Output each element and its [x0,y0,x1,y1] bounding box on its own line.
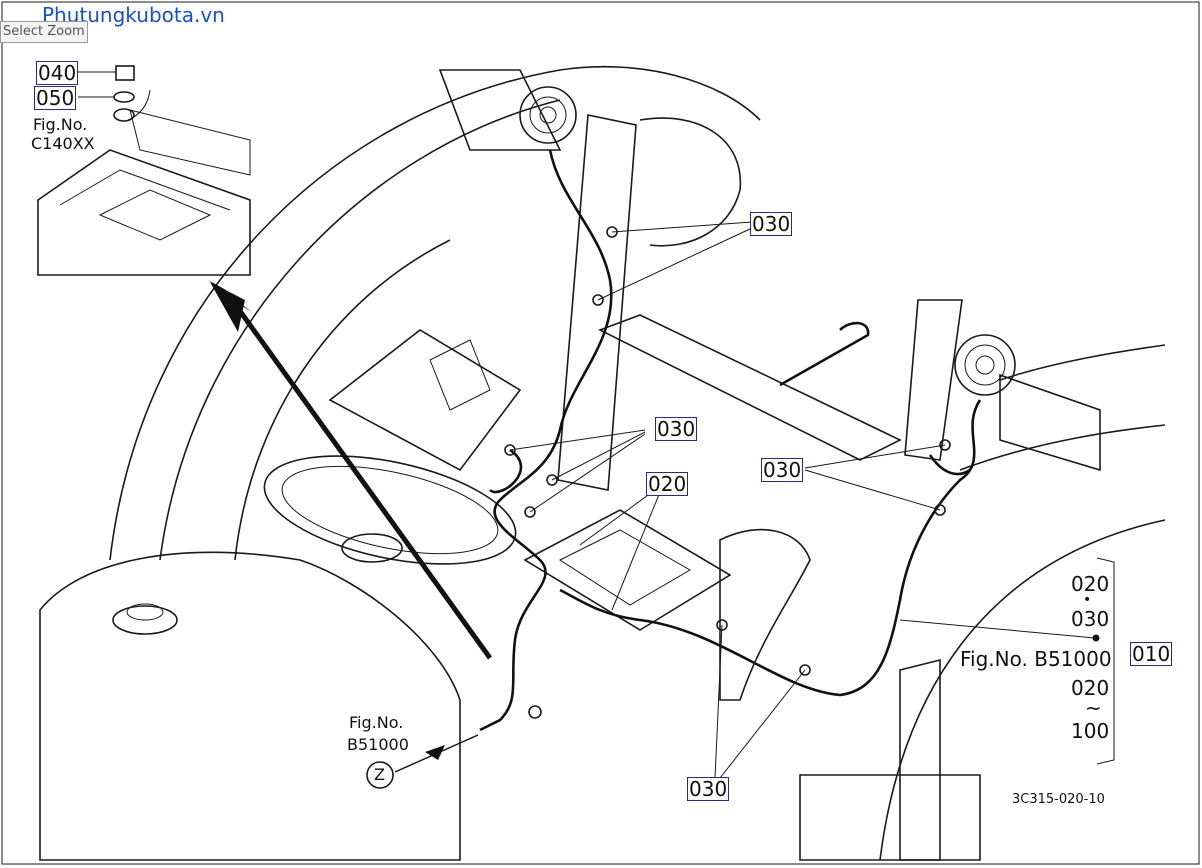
view-z-marker [366,761,394,789]
right-fender [999,344,1166,381]
rear-deck [598,314,902,461]
right-work-lamp [954,334,1016,396]
clamp-030 [939,439,951,451]
wiring-harness-right [559,399,982,697]
fig-b51-number: B51000 [347,735,409,754]
right-light-housing [999,373,1101,472]
inset-hydraulic-block [37,149,251,276]
right-fender-base [879,519,1166,861]
bolt-040 [115,65,135,81]
seat-back [639,117,742,247]
part-code-030[interactable]: 030 [750,212,793,236]
clamp-030 [934,504,946,516]
part-code-050[interactable]: 050 [34,86,77,110]
legend-dot: • [1083,592,1092,608]
part-code-030[interactable]: 030 [655,417,698,441]
rops-post-right [904,299,963,461]
rops-post-left [557,114,637,491]
controller-box [523,509,732,631]
fig-c140-number: C140XX [31,134,95,153]
fig-c140-label: Fig.No. [33,115,88,134]
legend-020-range-start: 020 [1071,676,1110,700]
control-panel [328,329,522,472]
grommet [528,705,542,719]
view-z-letter: Z [374,765,385,784]
fuel-cap [112,605,178,635]
legend-fig-ref: Fig.No. B51000 [960,647,1112,671]
part-code-030[interactable]: 030 [687,777,730,801]
clamp-030 [799,664,811,676]
clamp-030 [504,444,516,456]
clamp-030 [592,294,604,306]
part-code-010[interactable]: 010 [1130,642,1173,666]
legend-030: 030 [1071,607,1110,631]
clamp-030 [546,474,558,486]
legend-100: 100 [1071,719,1110,743]
left-light-housing [438,69,562,151]
steering-wheel [263,455,517,565]
diagram-id: 3C315-020-10 [1012,792,1105,807]
steering-hub [341,533,403,563]
left-work-lamp [519,86,577,144]
hood [39,551,461,861]
legend-020: 020 [1071,572,1110,596]
fender-inner [159,99,561,561]
washer-050 [113,91,135,103]
part-code-020[interactable]: 020 [646,472,689,496]
fig-b51-label: Fig.No. [349,713,404,732]
fender-outline [109,65,761,561]
select-zoom-button[interactable]: Select Zoom [0,21,88,43]
part-code-040[interactable]: 040 [36,61,79,85]
wiring-harness-branch [489,448,523,494]
clamp-030 [524,506,536,518]
part-code-030[interactable]: 030 [761,458,804,482]
legend-range-tilde: ~ [1085,696,1102,720]
wiring-harness-main [479,149,613,732]
right-fender-lower [959,424,1166,471]
fender-edge [234,239,451,561]
